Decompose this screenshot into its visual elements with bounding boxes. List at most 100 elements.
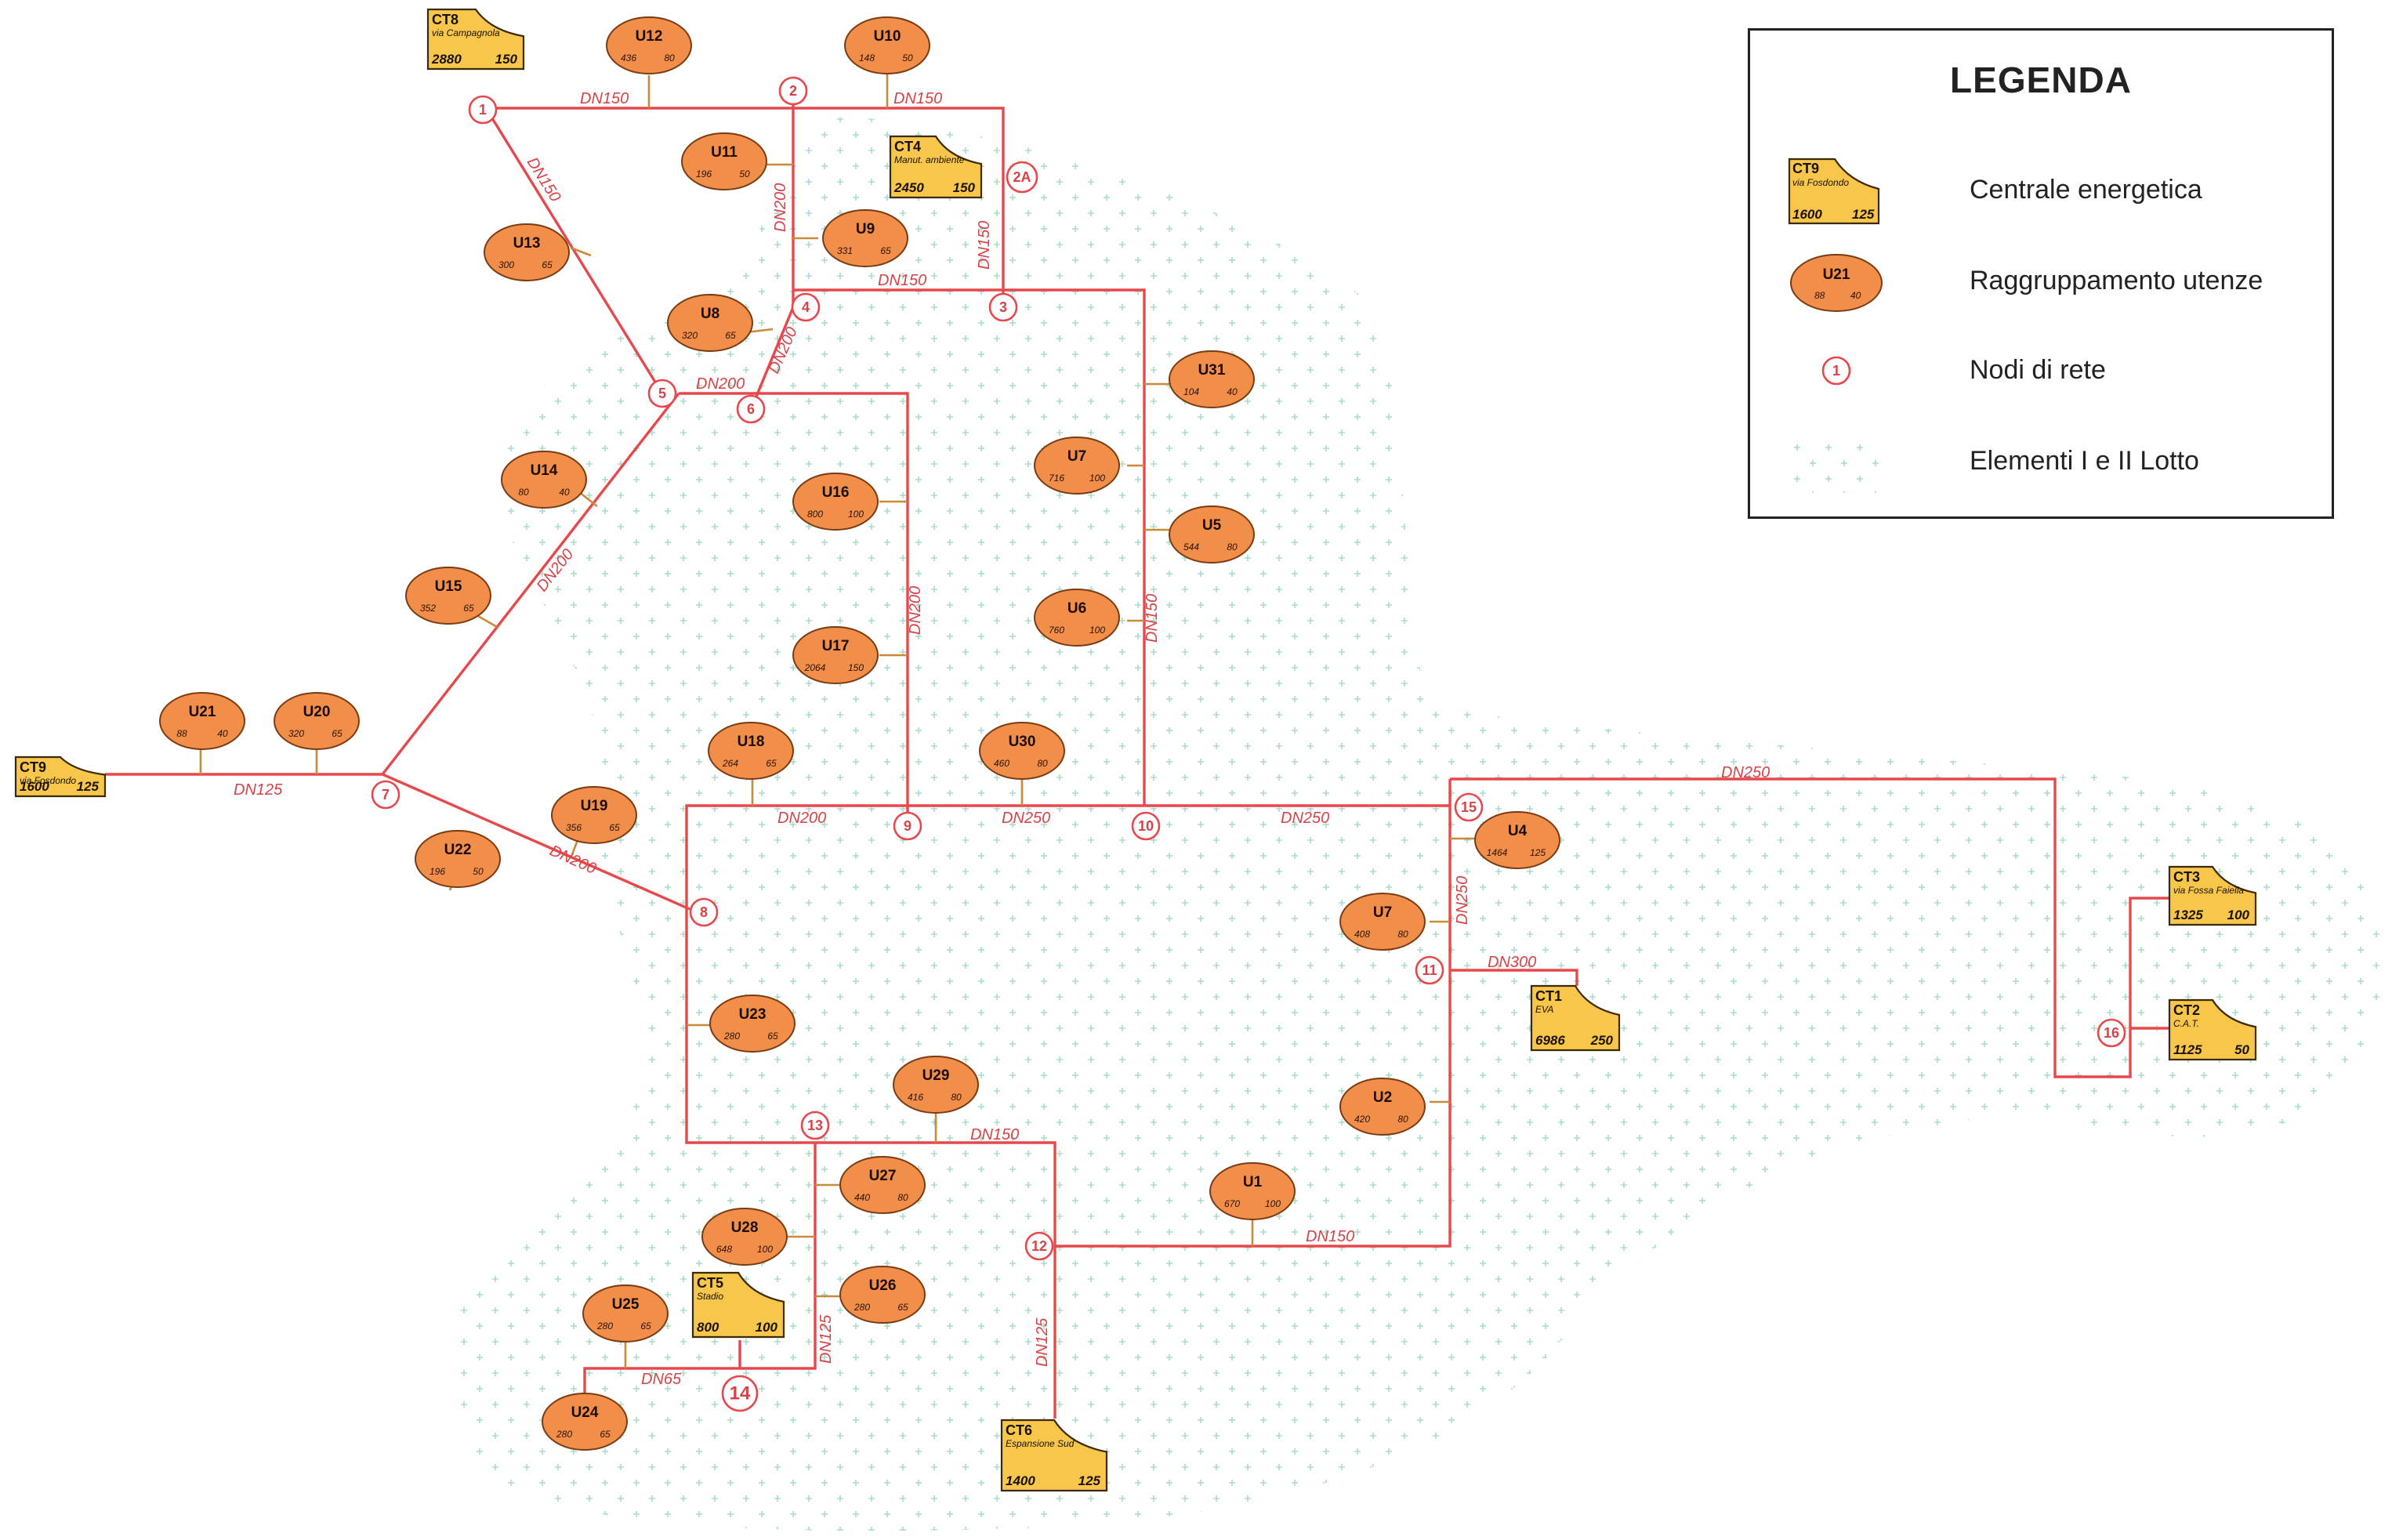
utenza-value-1: 80 <box>518 487 529 498</box>
svg-text:12: 12 <box>1031 1238 1047 1254</box>
utenza-name: U29 <box>922 1067 950 1084</box>
utenza-name: U8 <box>701 306 719 322</box>
utenza-value-2: 65 <box>640 1321 651 1332</box>
pipe <box>1450 969 1578 986</box>
utenza-ellipse <box>667 294 753 352</box>
centrale-name: CT3 <box>2173 869 2200 885</box>
legend-label-centrale: Centrale energetica <box>1970 175 2202 205</box>
utenza-ellipse <box>484 223 570 281</box>
svg-text:15: 15 <box>1461 799 1477 815</box>
network-node: 2 <box>778 76 808 106</box>
utenza-value-2: 100 <box>1089 473 1105 484</box>
utenza-value-1: 1464 <box>1487 847 1508 858</box>
pipe-label: DN250 <box>1002 810 1050 827</box>
utenza-value-1: 320 <box>682 330 698 341</box>
utenza-value-2: 50 <box>473 866 484 877</box>
centrale-location: via Fossa Faiella <box>2173 885 2244 896</box>
utenza-value-2: 125 <box>1530 847 1546 858</box>
utenza-name: U12 <box>636 28 663 45</box>
legend-label-utenze: Raggruppamento utenze <box>1970 266 2263 295</box>
network-node: 15 <box>1454 792 1484 822</box>
centrale-box <box>2168 998 2257 1061</box>
utenza-name: U16 <box>822 484 850 501</box>
utenza-value-1: 280 <box>854 1302 870 1313</box>
utenza-value-1: 440 <box>854 1192 870 1203</box>
utenza-ellipse <box>681 132 767 190</box>
utenza-ellipse <box>582 1285 669 1343</box>
network-node: 2A <box>1006 161 1038 194</box>
centrale-value-1: 2450 <box>893 180 924 195</box>
pipe-label: DN250 <box>1281 810 1329 827</box>
centrale-value-1: 1325 <box>2173 908 2203 922</box>
centrale-value-2: 100 <box>2227 908 2250 922</box>
utenza-ellipse <box>1034 437 1120 495</box>
utenza-name: U1 <box>1243 1174 1263 1190</box>
utenza-value-1: 436 <box>621 53 636 63</box>
utenza-name: U17 <box>822 638 850 654</box>
pipe <box>751 306 795 407</box>
network-node: 4 <box>791 292 821 322</box>
centrale-box <box>426 8 525 71</box>
utenza-value-1: 280 <box>596 1321 613 1332</box>
legend-utenza-symbol: U21 88 40 <box>1790 254 1883 312</box>
svg-text:40: 40 <box>1850 290 1861 301</box>
utenza-ellipse <box>274 692 360 750</box>
utenza-ellipse <box>551 786 637 844</box>
centrale-name: CT5 <box>697 1275 723 1291</box>
utenza-name: U23 <box>739 1006 767 1023</box>
centrale-location: Espansione Sud <box>1006 1438 1075 1449</box>
centrale-box <box>889 135 983 199</box>
utenza-name: U18 <box>738 734 765 750</box>
centrale-location: C.A.T. <box>2173 1018 2199 1029</box>
network-node: 7 <box>371 780 400 810</box>
svg-text:U21: U21 <box>1823 266 1850 283</box>
centrale-location: via Fosdondo <box>20 775 76 786</box>
svg-text:5: 5 <box>658 386 666 401</box>
utenza-value-2: 100 <box>1089 625 1105 636</box>
pipe-label: DN125 <box>817 1314 835 1364</box>
centrale-value-2: 150 <box>495 52 518 67</box>
utenza-name: U27 <box>869 1168 897 1184</box>
utenza-ellipse <box>979 722 1065 780</box>
utenza-name: U31 <box>1198 362 1226 379</box>
utenza-value-2: 80 <box>951 1092 962 1103</box>
utenza-ellipse <box>844 16 930 74</box>
centrale-value-1: 2880 <box>431 52 462 67</box>
utenza-value-2: 65 <box>880 245 891 256</box>
svg-text:14: 14 <box>730 1383 751 1404</box>
utenza-value-1: 648 <box>716 1244 732 1255</box>
pipe-diameter-labels: DN150 DN150 DN150 DN200 DN150 DN150 DN20… <box>234 90 1770 1388</box>
centrale-name: CT6 <box>1006 1422 1032 1438</box>
utenza-value-2: 80 <box>1037 758 1048 769</box>
centrale-location: EVA <box>1535 1004 1553 1015</box>
pipe-label: DN65 <box>641 1371 682 1388</box>
utenza-ellipse <box>1339 1078 1426 1136</box>
utenza-value-2: 65 <box>897 1302 908 1313</box>
utenza-value-1: 300 <box>498 259 514 270</box>
pipe-label: DN200 <box>696 375 745 393</box>
pipe-label: DN150 <box>580 90 629 107</box>
utenza-name: U4 <box>1508 823 1528 839</box>
utenza-value-1: 416 <box>908 1092 923 1103</box>
centrale-name: CT4 <box>894 139 921 154</box>
utenza-ellipse <box>1474 811 1560 869</box>
utenza-value-1: 420 <box>1354 1114 1370 1125</box>
utenza-value-2: 40 <box>559 487 570 498</box>
utenza-ellipse <box>839 1156 926 1214</box>
svg-text:125: 125 <box>1852 207 1875 222</box>
pipe <box>381 392 680 776</box>
utenza-value-2: 80 <box>897 1192 908 1203</box>
